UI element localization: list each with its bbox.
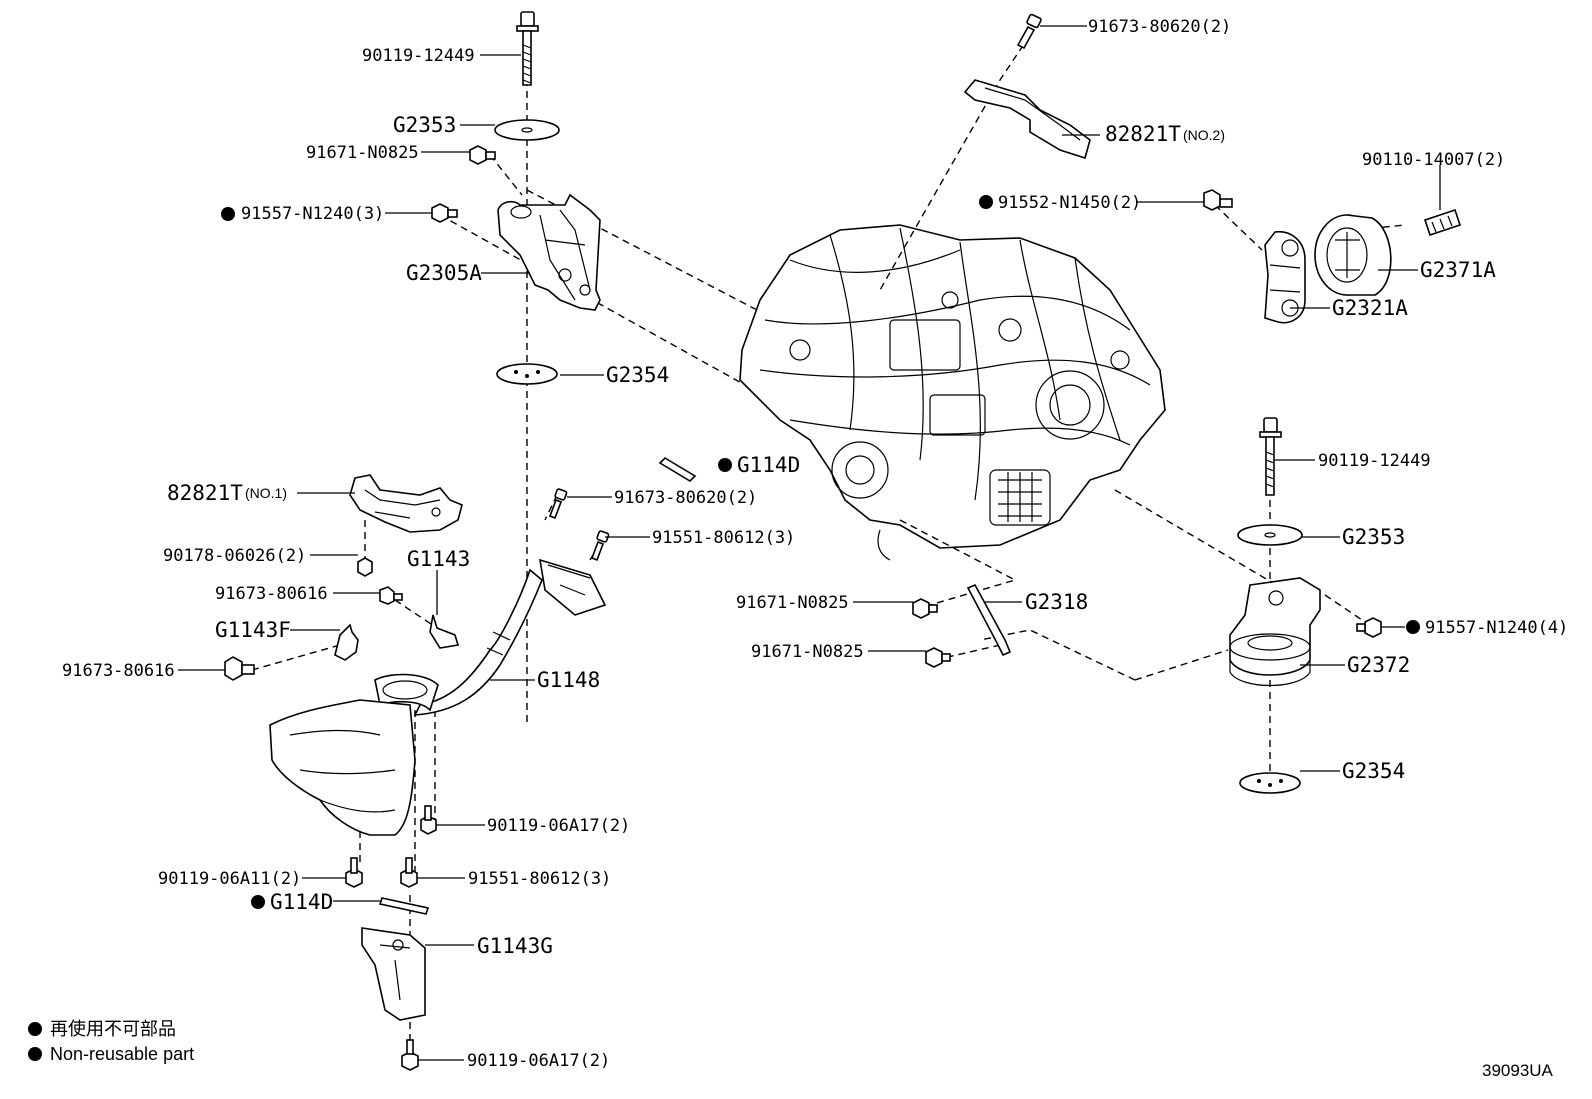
callout-82821t-no1: 82821T	[167, 481, 243, 505]
transaxle-assembly	[739, 224, 1166, 561]
bracket-g1143g	[361, 927, 426, 1021]
bolt-91671-n0825-top	[469, 145, 496, 165]
callout-90119-06a11: 90119-06A11(2)	[158, 869, 301, 889]
leader-lines	[178, 25, 1441, 1061]
bolt-91673-80620-top	[1016, 13, 1042, 50]
callout-g2318: G2318	[1025, 590, 1088, 614]
bolt-90119-06a17-a	[420, 805, 437, 835]
callout-90119-06a17-a: 90119-06A17(2)	[487, 816, 630, 836]
callout-91671-n0825-top: 91671-N0825	[306, 143, 419, 163]
callout-91673-80616-b: 91673-80616	[62, 661, 175, 681]
callout-g2353-left: G2353	[393, 113, 456, 137]
stay-g2318	[966, 583, 1012, 657]
pipe-g1148	[413, 558, 607, 716]
bolt-90119-12449-left	[516, 11, 539, 86]
callout-g2372: G2372	[1347, 653, 1410, 677]
callout-g2353-right: G2353	[1342, 525, 1405, 549]
bolt-90119-06a17-b	[401, 1039, 419, 1071]
washer-g2354-left	[496, 363, 558, 385]
mount-g2371a	[1314, 214, 1392, 296]
bolt-90110-14007	[1423, 208, 1462, 237]
bracket-g1143	[429, 614, 460, 649]
bolt-91673-80616-b	[224, 656, 255, 681]
callout-91673-80620-top: 91673-80620(2)	[1088, 17, 1231, 37]
callout-82821t-no2: 82821T	[1105, 122, 1181, 146]
mount-g2372	[1229, 577, 1321, 686]
callout-g2354-left: G2354	[606, 363, 669, 387]
air-duct-assembly	[269, 673, 439, 836]
callout-g2321a: G2321A	[1332, 296, 1408, 320]
callout-91673-80620-mid: 91673-80620(2)	[614, 488, 757, 508]
bolt-91551-80612-mid	[590, 530, 610, 562]
callout-g1143f: G1143F	[215, 618, 291, 642]
callout-91673-80616-a: 91673-80616	[215, 584, 328, 604]
legend-non-reusable-jp: 再使用不可部品	[50, 1019, 176, 1039]
callout-91557-n1240-left: 91557-N1240(3)	[241, 204, 384, 224]
non-reusable-markers	[28, 195, 1420, 1061]
washer-g2354-right	[1239, 772, 1301, 794]
callout-g1143g: G1143G	[477, 934, 553, 958]
bolt-91673-80620-mid	[548, 488, 568, 520]
callout-g114d-mid: G114D	[737, 453, 800, 477]
callout-91671-n0825-mid-b: 91671-N0825	[751, 642, 864, 662]
part-g114d-low	[378, 897, 430, 915]
cover-82821t-no2	[963, 79, 1091, 160]
callout-91671-n0825-mid-a: 91671-N0825	[736, 593, 849, 613]
callout-g2354-right: G2354	[1342, 759, 1405, 783]
callout-90178-06026: 90178-06026(2)	[163, 546, 306, 566]
cover-82821t-no1	[349, 474, 463, 533]
callout-90119-12449-left: 90119-12449	[362, 46, 475, 66]
callout-g2305a: G2305A	[406, 261, 482, 285]
bracket-g2321a	[1264, 231, 1306, 324]
callout-g1143: G1143	[407, 547, 470, 571]
nut-90178-06026	[357, 557, 373, 577]
part-g114d-mid	[658, 456, 697, 483]
washer-g2353-left	[494, 119, 560, 141]
callout-g2371a: G2371A	[1420, 258, 1496, 282]
callout-91551-80612-mid: 91551-80612(3)	[652, 528, 795, 548]
callout-82821t-no1-suffix: (NO.1)	[245, 485, 287, 501]
bolt-91671-n0825-mid-a	[912, 598, 938, 619]
bolt-90119-12449-right	[1259, 417, 1282, 496]
bolt-91671-n0825-mid-b	[925, 647, 951, 668]
bracket-g2305a	[497, 193, 601, 311]
bolt-91557-n1240-left	[431, 203, 458, 223]
callout-g1148: G1148	[537, 668, 600, 692]
washer-g2353-right	[1237, 524, 1303, 546]
callout-91551-80612-low: 91551-80612(3)	[468, 869, 611, 889]
bolt-90119-06a11	[345, 857, 363, 888]
callout-90119-12449-right: 90119-12449	[1318, 451, 1431, 471]
bolt-91552-n1450	[1203, 189, 1233, 211]
bolt-91557-n1240-right	[1356, 617, 1382, 638]
part-g1143f	[334, 623, 359, 661]
callout-90119-06a17-b: 90119-06A17(2)	[467, 1051, 610, 1071]
callout-g114d-low: G114D	[270, 890, 333, 914]
bolt-91551-80612-low	[400, 857, 418, 888]
callout-91557-n1240-right: 91557-N1240(4)	[1425, 618, 1568, 638]
legend-non-reusable-en: Non-reusable part	[50, 1044, 194, 1064]
bolt-91673-80616-a	[379, 586, 403, 605]
callout-82821t-no2-suffix: (NO.2)	[1183, 127, 1225, 143]
reference-code: 39093UA	[1482, 1061, 1554, 1080]
callout-90110-14007: 90110-14007(2)	[1362, 150, 1505, 170]
callout-91552-n1450: 91552-N1450(2)	[998, 193, 1141, 213]
